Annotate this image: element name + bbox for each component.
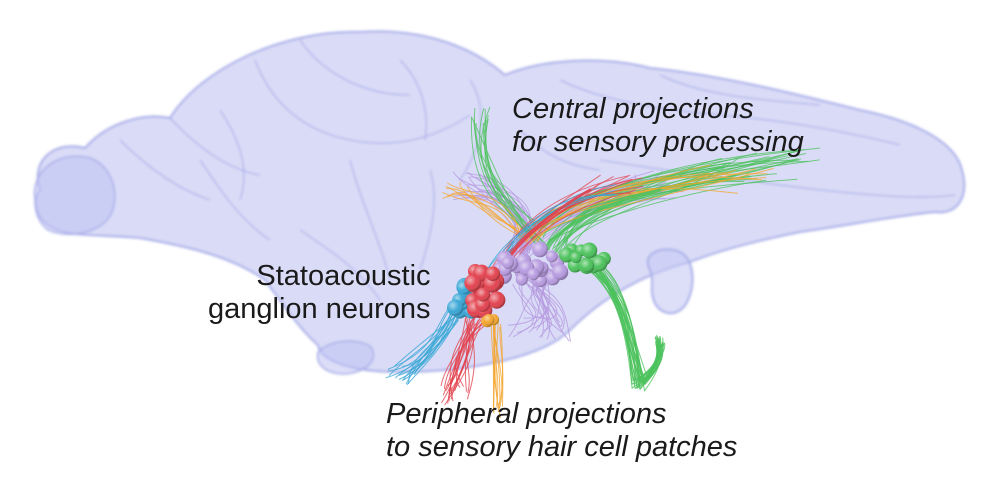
peripheral-fiber: [442, 323, 474, 396]
neuron-fibers: [385, 106, 821, 419]
red-soma: [488, 291, 506, 309]
central-projections-label: Central projections for sensory processi…: [512, 93, 804, 159]
ganglion-label-line-2: ganglion neurons: [208, 293, 431, 325]
central-fiber: [535, 158, 802, 240]
purple-soma: [515, 273, 528, 286]
peripheral-label-line-1: Peripheral projections: [386, 398, 667, 430]
central-fiber: [447, 192, 529, 238]
peripheral-fiber: [398, 308, 456, 380]
blue-soma-shade: [446, 299, 464, 316]
peripheral-fiber: [500, 323, 504, 407]
neuron-somata: [446, 241, 611, 328]
peripheral-fiber: [408, 317, 460, 385]
peripheral-fiber: [395, 316, 455, 379]
purple-soma: [532, 241, 548, 258]
peripheral-fiber: [577, 257, 659, 381]
peripheral-fiber: [492, 321, 496, 412]
central-fiber: [446, 182, 521, 244]
brain-lobe-bottom: [316, 340, 375, 375]
peripheral-fiber: [493, 324, 501, 408]
peripheral-fiber: [450, 319, 479, 395]
red-soma-shade: [476, 287, 491, 302]
green-soma-shade: [581, 242, 598, 259]
peripheral-fiber: [449, 317, 474, 402]
peripheral-fiber: [387, 308, 449, 370]
peripheral-fiber: [532, 280, 550, 329]
peripheral-fiber: [490, 320, 502, 419]
peripheral-fiber: [385, 309, 460, 379]
peripheral-fiber: [447, 312, 467, 404]
green-soma-shade: [580, 258, 595, 273]
purple-soma: [527, 268, 540, 281]
green-soma-shade: [570, 251, 582, 264]
purple-soma-shade: [552, 263, 569, 280]
peripheral-projections-label: Peripheral projections to sensory hair c…: [386, 398, 737, 464]
peripheral-fiber: [447, 316, 476, 386]
central-fiber: [549, 179, 767, 241]
orange-soma: [482, 314, 495, 326]
central-label-line-2: for sensory processing: [512, 126, 804, 158]
ganglion-label-line-1: Statoacoustic: [256, 260, 431, 292]
red-soma-shade: [475, 297, 490, 312]
red-soma-shade: [488, 291, 506, 309]
red-soma: [464, 274, 482, 292]
central-fiber: [529, 168, 774, 246]
ganglion-neurons-label: Statoacoustic ganglion neurons: [208, 260, 431, 326]
purple-soma-shade: [501, 256, 514, 269]
green-soma: [581, 242, 598, 259]
peripheral-fiber: [444, 317, 475, 406]
central-fiber: [479, 108, 534, 234]
central-fiber: [475, 122, 544, 237]
peripheral-fiber: [387, 316, 451, 372]
green-soma: [580, 258, 595, 273]
peripheral-fiber: [517, 273, 560, 323]
peripheral-label-line-2: to sensory hair cell patches: [386, 431, 738, 463]
peripheral-fiber: [507, 285, 537, 326]
central-fiber: [442, 192, 521, 239]
purple-soma: [501, 256, 514, 269]
central-fiber: [542, 147, 821, 238]
peripheral-fiber: [527, 284, 558, 321]
green-soma: [570, 251, 582, 264]
central-label-line-1: Central projections: [512, 93, 754, 125]
central-fiber: [442, 193, 526, 236]
peripheral-fiber: [406, 315, 458, 386]
peripheral-fiber: [593, 258, 660, 385]
blue-soma: [446, 299, 464, 316]
brain-lobe-front: [33, 155, 116, 235]
purple-soma: [545, 250, 558, 263]
red-soma-shade: [464, 274, 482, 292]
brain-lobe-right: [646, 248, 694, 315]
central-fiber: [446, 188, 528, 242]
peripheral-fiber: [594, 258, 658, 386]
peripheral-fiber: [403, 310, 450, 381]
red-soma: [475, 297, 490, 312]
red-soma-shade: [485, 266, 501, 282]
red-soma: [476, 287, 491, 302]
purple-soma-shade: [527, 268, 540, 281]
purple-soma-shade: [532, 241, 548, 258]
purple-soma-shade: [545, 250, 558, 263]
purple-soma: [552, 263, 569, 280]
purple-soma-shade: [515, 273, 528, 286]
green-trunk: [543, 188, 662, 252]
green-soma-shade: [591, 255, 608, 272]
orange-soma-shade: [482, 314, 495, 326]
peripheral-fiber: [521, 285, 549, 320]
red-soma: [485, 266, 501, 282]
green-soma: [591, 255, 608, 272]
